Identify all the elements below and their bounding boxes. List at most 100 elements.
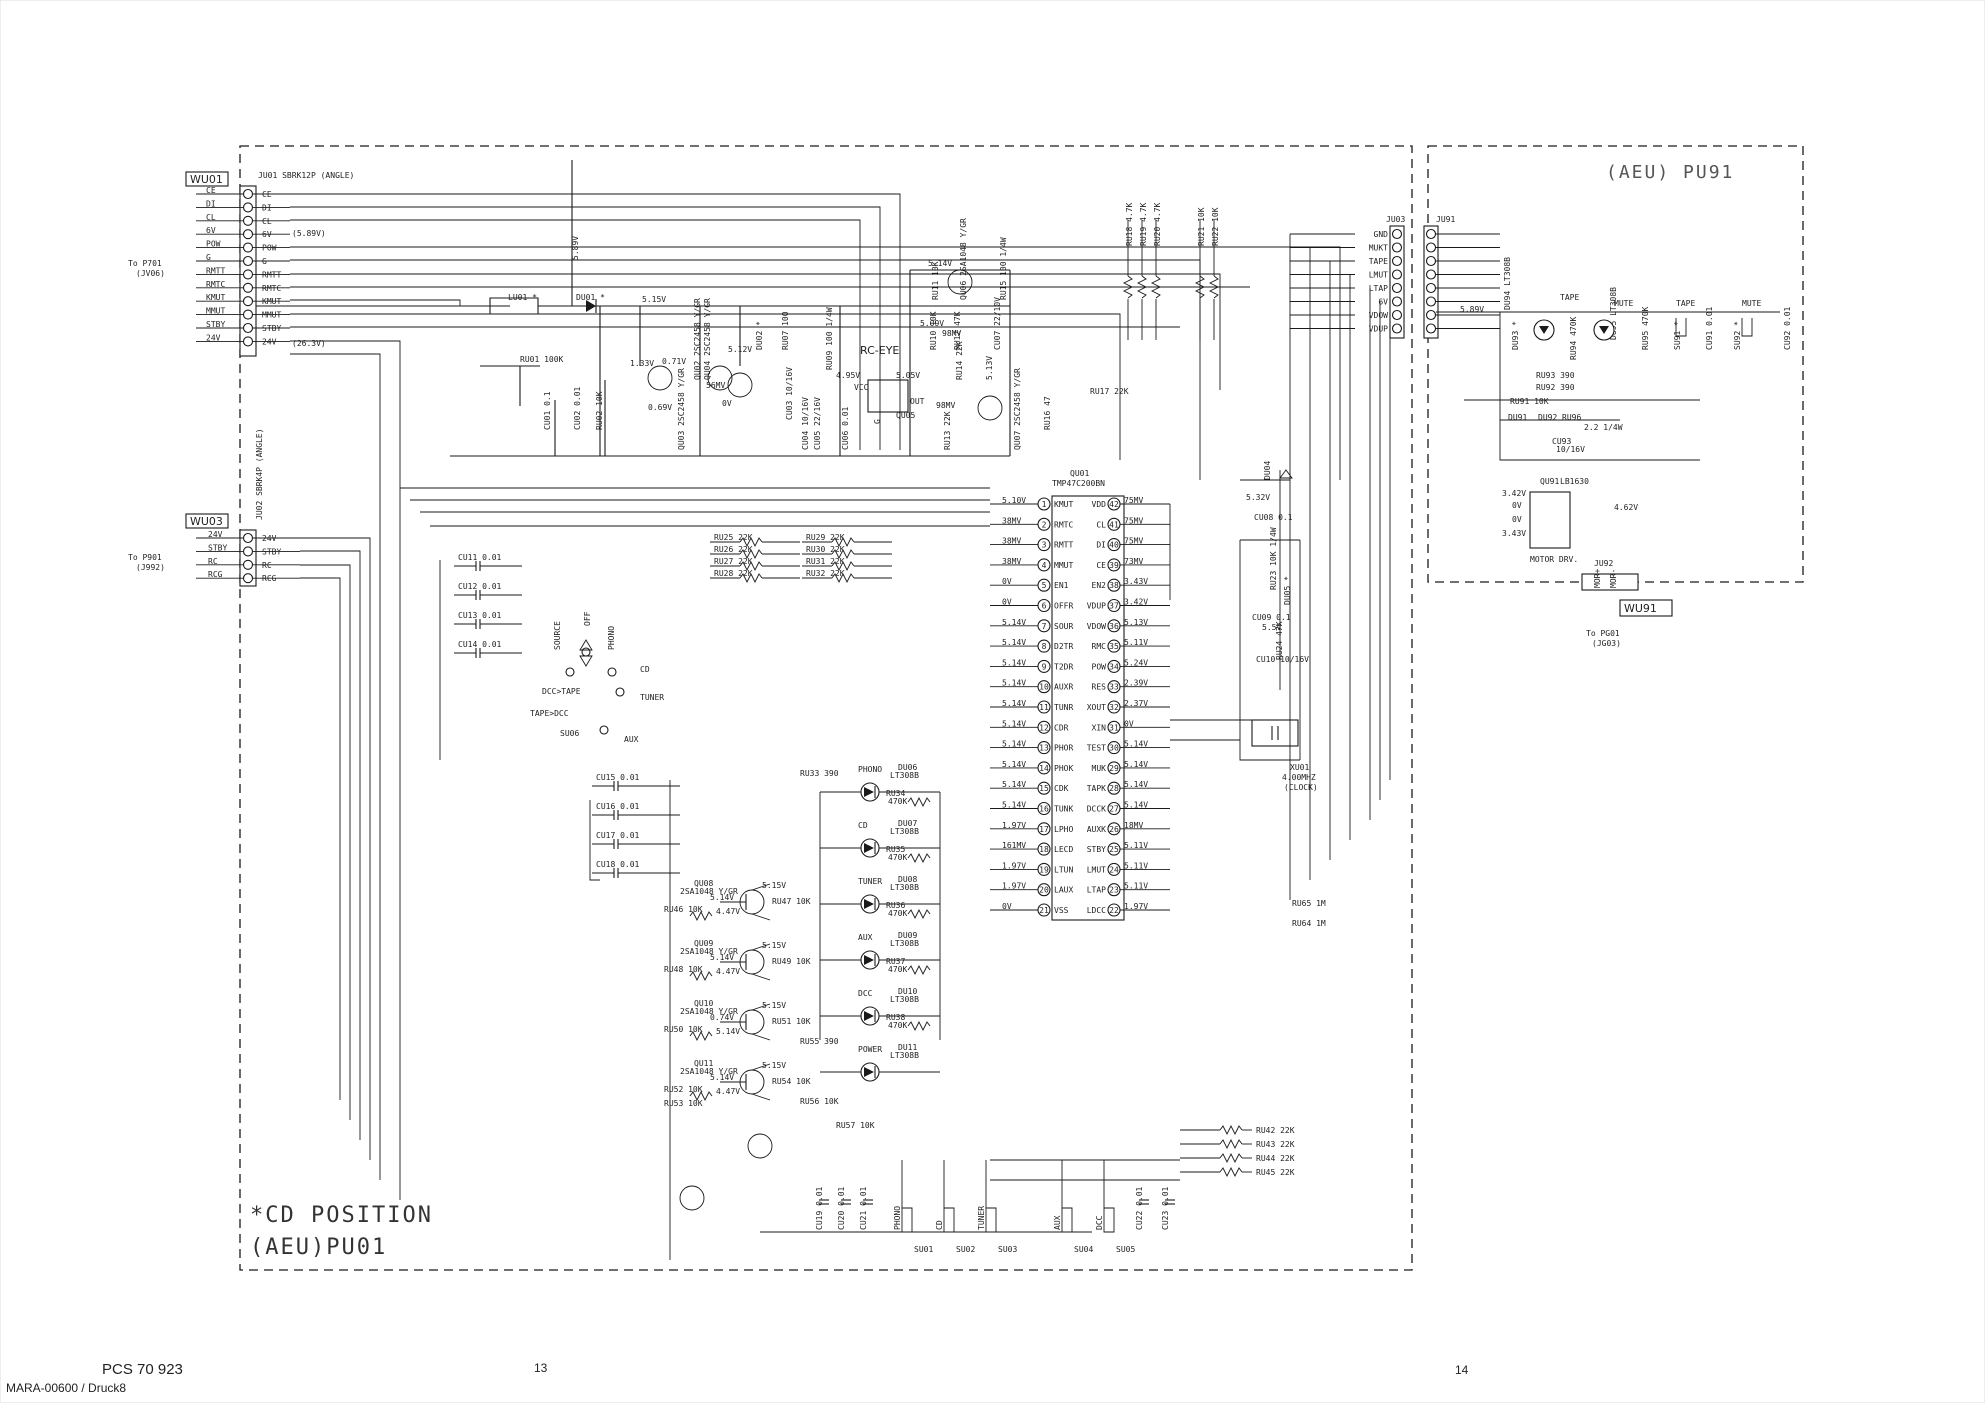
ic-left-pin-name-7: D2TR [1054,642,1073,651]
rc-eye-pin-g: G [873,419,882,424]
ic-left-pin-name-20: VSS [1054,906,1069,915]
page-number-right: 14 [1455,1363,1469,1377]
coupling-cap-0: CU11 0.01 [458,553,502,562]
ic-left-pin-num-5: 6 [1042,602,1047,611]
wu01-dest-sub: (JV06) [136,269,165,278]
right-panel-item-5: MUTE [1614,299,1633,308]
ic-left-pin-v-9: 5.14V [1002,679,1026,688]
ic-right-pin-num-13: 29 [1109,764,1119,773]
v-56mv: 56MV [706,381,725,390]
wu01-outer-pin-6: RMTT [206,266,225,275]
wu01-pin-11: 24V [262,337,277,346]
wu03-connector: WU03 JU02 SBRK4P (ANGLE) To P901 (J992) … [128,428,300,587]
ic-right-pin-v-5: 3.42V [1124,598,1148,607]
group-res-7: RU32 22K [806,569,845,578]
misc-res-0: RU65 1M [1292,899,1326,908]
ju02-body [239,529,257,587]
cu02-label: CU02 0.01 [573,386,582,430]
ic-left-pin-name-13: PHOK [1054,764,1073,773]
wu01-outer-pin-8: KMUT [206,293,225,302]
coupling-cap-6: CU17 0.01 [596,831,640,840]
ic-right-pin-v-11: 0V [1124,719,1134,728]
led-res-v-1: 470K [888,853,907,862]
trans-ref-2: QU10 [694,999,713,1008]
crystal-ref: XU01 [1290,763,1309,772]
ic-right-pin-name-14: TAPK [1087,784,1106,793]
right-panel-item-0: DU93 * [1511,321,1520,350]
motor-ic-ref: QU91 [1540,477,1559,486]
pullup-bottom-1: RU43 22K [1256,1140,1295,1149]
ic-left-pin-name-8: T2DR [1054,662,1073,671]
ic-left-pin-num-7: 8 [1042,642,1047,651]
ru15-label: RU15 100 1/4W [999,237,1008,300]
ic-left-pin-v-5: 0V [1002,598,1012,607]
ic-right-pin-name-20: LDCC [1087,906,1106,915]
pullup-top-4: RU22 10K [1211,207,1220,246]
ru02-label: RU02 10K [595,391,604,430]
ju03-label: JU03 [1386,215,1405,224]
wu03-dest: To P901 [128,553,162,562]
ic-left-pin-num-16: 17 [1039,825,1049,834]
ju03-pin-3: LMUT [1369,271,1388,280]
ic-left-pin-v-11: 5.14V [1002,719,1026,728]
ic-supply: 5.32V [1246,493,1270,502]
selector-label-0: SOURCE [553,621,562,650]
ic-left-pin-name-19: LAUX [1054,886,1073,895]
switch-ref-1: SU02 [956,1245,975,1254]
bus-31 [439,560,671,1260]
wu01-pin-7: RMTC [262,284,281,293]
led-res-v-3: 470K [888,965,907,974]
ic-right-pin-num-14: 28 [1109,784,1119,793]
ic-right-pin-v-18: 5.11V [1124,861,1148,870]
wu01-outer-pin-0: CE [206,186,216,195]
v-133: 1.33V [630,359,654,368]
led-res-4: RU38 [886,1013,905,1022]
ic-right-pin-name-0: VDD [1092,500,1107,509]
right-panel-item-1: DU94 LT308B [1503,257,1512,310]
led-ref-5: DU11 [898,1043,917,1052]
ru10-label: RU10 10K [929,311,938,350]
ru12-label: RU12 47K [953,311,962,350]
led-part-1: LT308B [890,827,919,836]
ic-left-pin-num-18: 19 [1039,865,1049,874]
pullup-bottom-2: RU44 22K [1256,1154,1295,1163]
ic-right-pin-v-9: 2.39V [1124,679,1148,688]
trans-vc-2: 5.14V [716,1027,740,1036]
ic-left-pin-num-8: 9 [1042,662,1047,671]
wu01-pin-3: 6V [262,230,272,239]
reset-part-5: 5.5V [1262,623,1281,632]
rc-eye-pin-out: OUT [910,397,925,406]
trans-rc-1: RU49 10K [772,957,811,966]
wu01-note-6v: (5.89V) [292,229,326,238]
wu03-pin-2: RC [262,561,272,570]
led-part-4: LT308B [890,995,919,1004]
right-panel-item-17: DU92 [1538,413,1557,422]
wu03-pin-0: 24V [262,534,277,543]
ic-left-pin-name-18: LTUN [1054,865,1073,874]
ic-left-pin-num-15: 16 [1039,805,1049,814]
ic-right-pin-name-4: EN2 [1092,581,1107,590]
misc-res-3: RU33 390 [800,769,839,778]
ic-left-pin-name-0: KMUT [1054,500,1073,509]
footer-model: PCS 70 923 [102,1361,183,1378]
cu03-label: CU03 10/16V [785,367,794,420]
ju03-pin-6: VDOW [1369,311,1388,320]
wu91-dest-sub: (JG03) [1592,639,1621,648]
bus-5 [290,273,1221,390]
v-0v: 0V [722,399,732,408]
bus-14 [300,564,351,1120]
wu01-label-box [185,171,229,187]
qu06-label: QU06 2SA1048 Y/GR [959,218,968,300]
cu06-label: CU06 0.01 [841,406,850,450]
ic-right-pin-num-6: 36 [1109,622,1119,631]
ic-left-pin-v-19: 1.97V [1002,882,1026,891]
ic-left-pin-num-2: 3 [1042,541,1047,550]
ic-left-pin-v-1: 38MV [1002,516,1021,525]
v-98mv-b: 98MV [936,401,955,410]
led-label-2: TUNER [858,877,882,886]
bottom-switches: SU01PHONOSU02CDSU03TUNERSU04AUXSU05DCCCU… [760,1160,1175,1254]
